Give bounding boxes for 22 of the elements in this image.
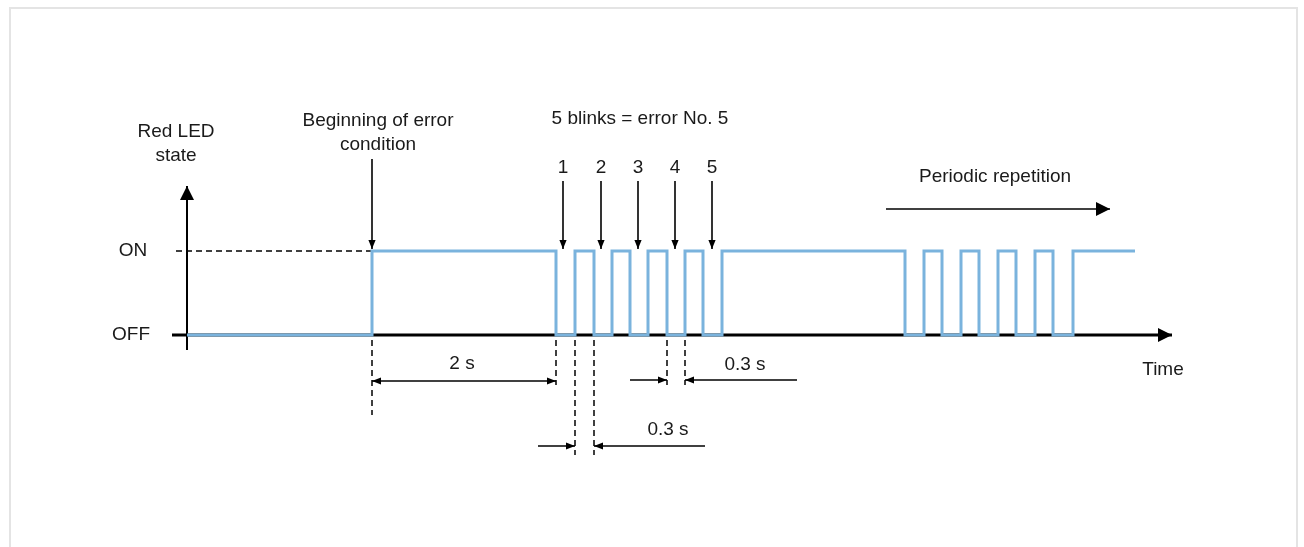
annotation-text: Beginning of error condition [270, 108, 486, 157]
axis-label: Red LED state [136, 119, 216, 168]
callout-number: 5 [702, 155, 722, 180]
led-waveform [187, 249, 1135, 337]
arrow [671, 180, 679, 250]
annotation-text: Periodic repetition [917, 164, 1073, 188]
arrow [559, 180, 567, 250]
callout-number: 3 [628, 155, 648, 180]
dimension-label: 0.3 s [723, 352, 767, 376]
annotation-text: 5 blinks = error No. 5 [550, 106, 730, 130]
callout-number: 2 [591, 155, 611, 180]
arrow [597, 180, 605, 250]
axis-label: Time [1141, 357, 1185, 381]
dimension-label: 0.3 s [646, 417, 690, 441]
arrow [634, 180, 642, 250]
arrow [708, 180, 716, 250]
callout-number: 4 [665, 155, 685, 180]
dimension-label: 2 s [448, 351, 476, 375]
level-label: ON [117, 238, 149, 262]
level-label: OFF [111, 322, 151, 346]
arrow [368, 158, 376, 250]
callout-number: 1 [553, 155, 573, 180]
